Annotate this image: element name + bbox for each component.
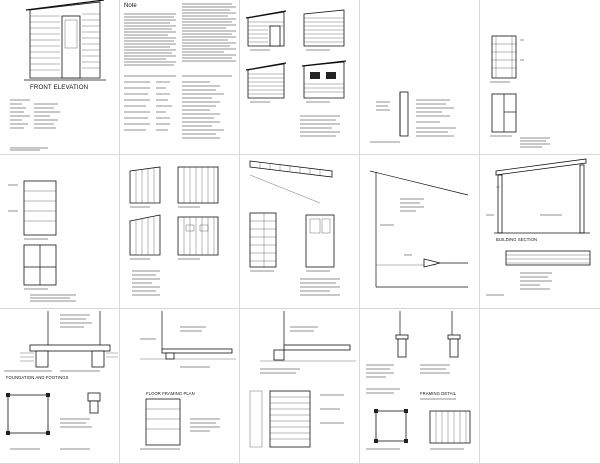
wall-framing-drawing: [490, 35, 550, 148]
joist-layout-drawing: [249, 311, 356, 448]
page-blank: [480, 309, 600, 464]
page-roof-slope[interactable]: [360, 154, 480, 310]
pier-detail-drawing: [366, 311, 471, 450]
elevations-drawing: [245, 9, 347, 137]
foundation-layout-drawing: [370, 91, 456, 143]
page-building-section[interactable]: BUILDING SECTION: [480, 154, 600, 310]
page-notes[interactable]: Note: [120, 0, 240, 155]
floor-caption: FLOOR FRAMING PLAN: [146, 391, 195, 397]
foundation-caption: FOUNDATION AND FOOTINGS: [6, 375, 69, 381]
page-wall-framing[interactable]: [480, 0, 600, 155]
floor-framing-drawing: [140, 311, 236, 450]
foundation-footing-drawing: [4, 311, 118, 450]
rafter-siding-drawing: [249, 160, 340, 295]
framing-caption: FRAMING DETAIL: [420, 391, 457, 397]
page-pier-detail[interactable]: FRAMING DETAIL: [360, 309, 480, 464]
notes-text-block: [124, 3, 236, 139]
side-wall-framing-drawing: [8, 180, 76, 301]
page-foundation-footing[interactable]: FOUNDATION AND FOOTINGS: [0, 309, 120, 464]
page-framing-elevations[interactable]: [120, 154, 240, 310]
front-elevation-drawing: [10, 0, 106, 151]
page-side-wall-framing[interactable]: [0, 154, 120, 310]
page-rafter-siding[interactable]: [240, 154, 360, 310]
page-elevations[interactable]: [240, 0, 360, 155]
notes-heading: Note: [124, 3, 137, 9]
page-floor-framing[interactable]: FLOOR FRAMING PLAN: [120, 309, 240, 464]
framing-elevations-drawing: [129, 166, 219, 295]
building-section-caption: BUILDING SECTION: [496, 236, 538, 242]
roof-slope-drawing: [369, 170, 469, 288]
building-section-drawing: [486, 158, 591, 295]
front-elevation-caption: FRONT ELEVATION: [30, 84, 89, 91]
page-foundation-layout[interactable]: [360, 0, 480, 155]
page-joist-layout[interactable]: [240, 309, 360, 464]
page-front-elevation[interactable]: FRONT ELEVATION: [0, 0, 120, 155]
